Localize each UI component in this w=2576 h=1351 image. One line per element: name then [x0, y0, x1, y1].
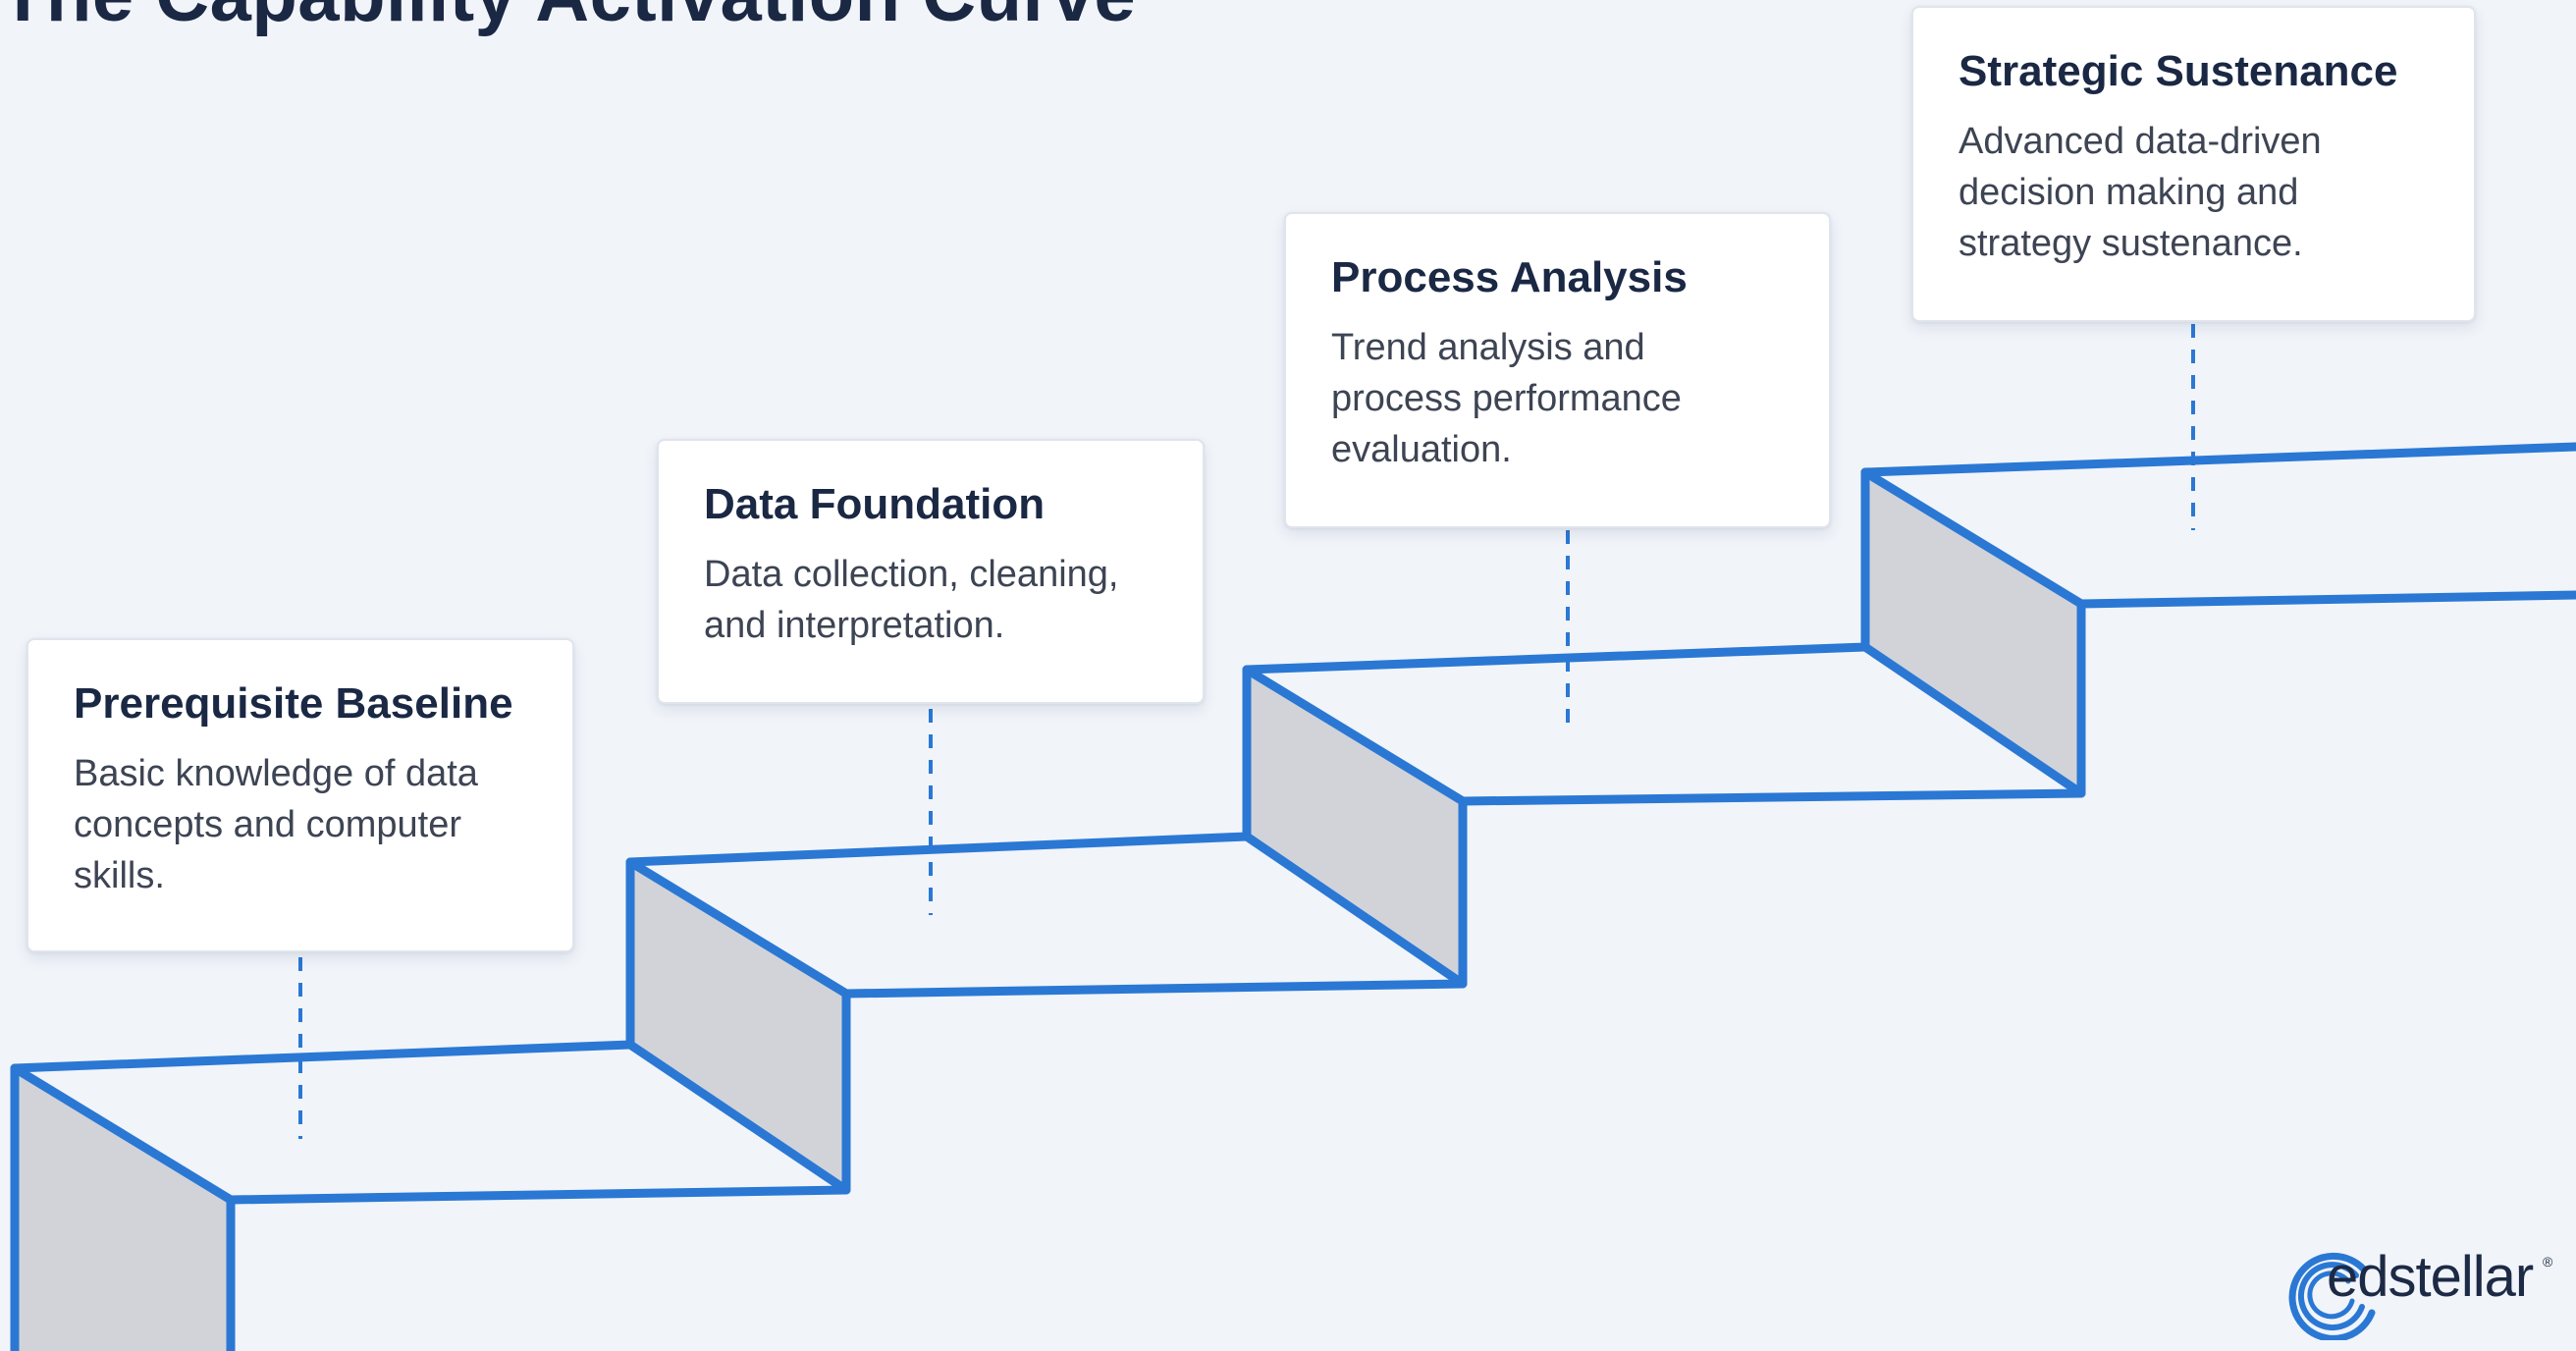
- stage-card-prerequisite-baseline: Prerequisite Baseline Basic knowledge of…: [27, 638, 574, 952]
- stage-description: Trend analysis and process performance e…: [1331, 327, 1682, 470]
- step-3-tread-edge: [1458, 788, 2086, 806]
- edstellar-logo-icon: [2288, 1252, 2376, 1340]
- step-4-front: [1860, 467, 2086, 798]
- riser-face-4: [1865, 472, 2081, 793]
- stage-description: Basic knowledge of data concepts and com…: [74, 753, 478, 896]
- step-2-tread-edge: [841, 979, 1468, 999]
- step-1-tread-edge: [226, 1185, 851, 1205]
- stage-description: Data collection, cleaning, and interpret…: [704, 554, 1119, 646]
- brand-name: edstellar: [2327, 1245, 2534, 1309]
- stage-description: Advanced data-driven decision making and…: [1959, 121, 2322, 264]
- stage-card-data-foundation: Data Foundation Data collection, cleanin…: [657, 439, 1205, 704]
- page-title: The Capability Activation Curve: [0, 0, 1136, 38]
- stage-title: Process Analysis: [1331, 253, 1688, 301]
- registered-mark-icon: ®: [2543, 1254, 2553, 1270]
- step-3-front: [1242, 665, 1468, 989]
- stage-card-strategic-sustenance: Strategic Sustenance Advanced data-drive…: [1911, 6, 2476, 322]
- edstellar-logo: edstellar ®: [2287, 1242, 2562, 1340]
- stage-card-process-analysis: Process Analysis Trend analysis and proc…: [1284, 212, 1831, 528]
- riser-face-2: [630, 862, 846, 1190]
- stage-title: Strategic Sustenance: [1959, 47, 2398, 95]
- riser-face-3: [1247, 670, 1463, 984]
- riser-face-1: [15, 1068, 231, 1351]
- step-2-front: [625, 857, 851, 1195]
- step-4-tread-edge: [2076, 590, 2576, 609]
- stage-title: Data Foundation: [704, 480, 1046, 528]
- stage-title: Prerequisite Baseline: [74, 679, 513, 728]
